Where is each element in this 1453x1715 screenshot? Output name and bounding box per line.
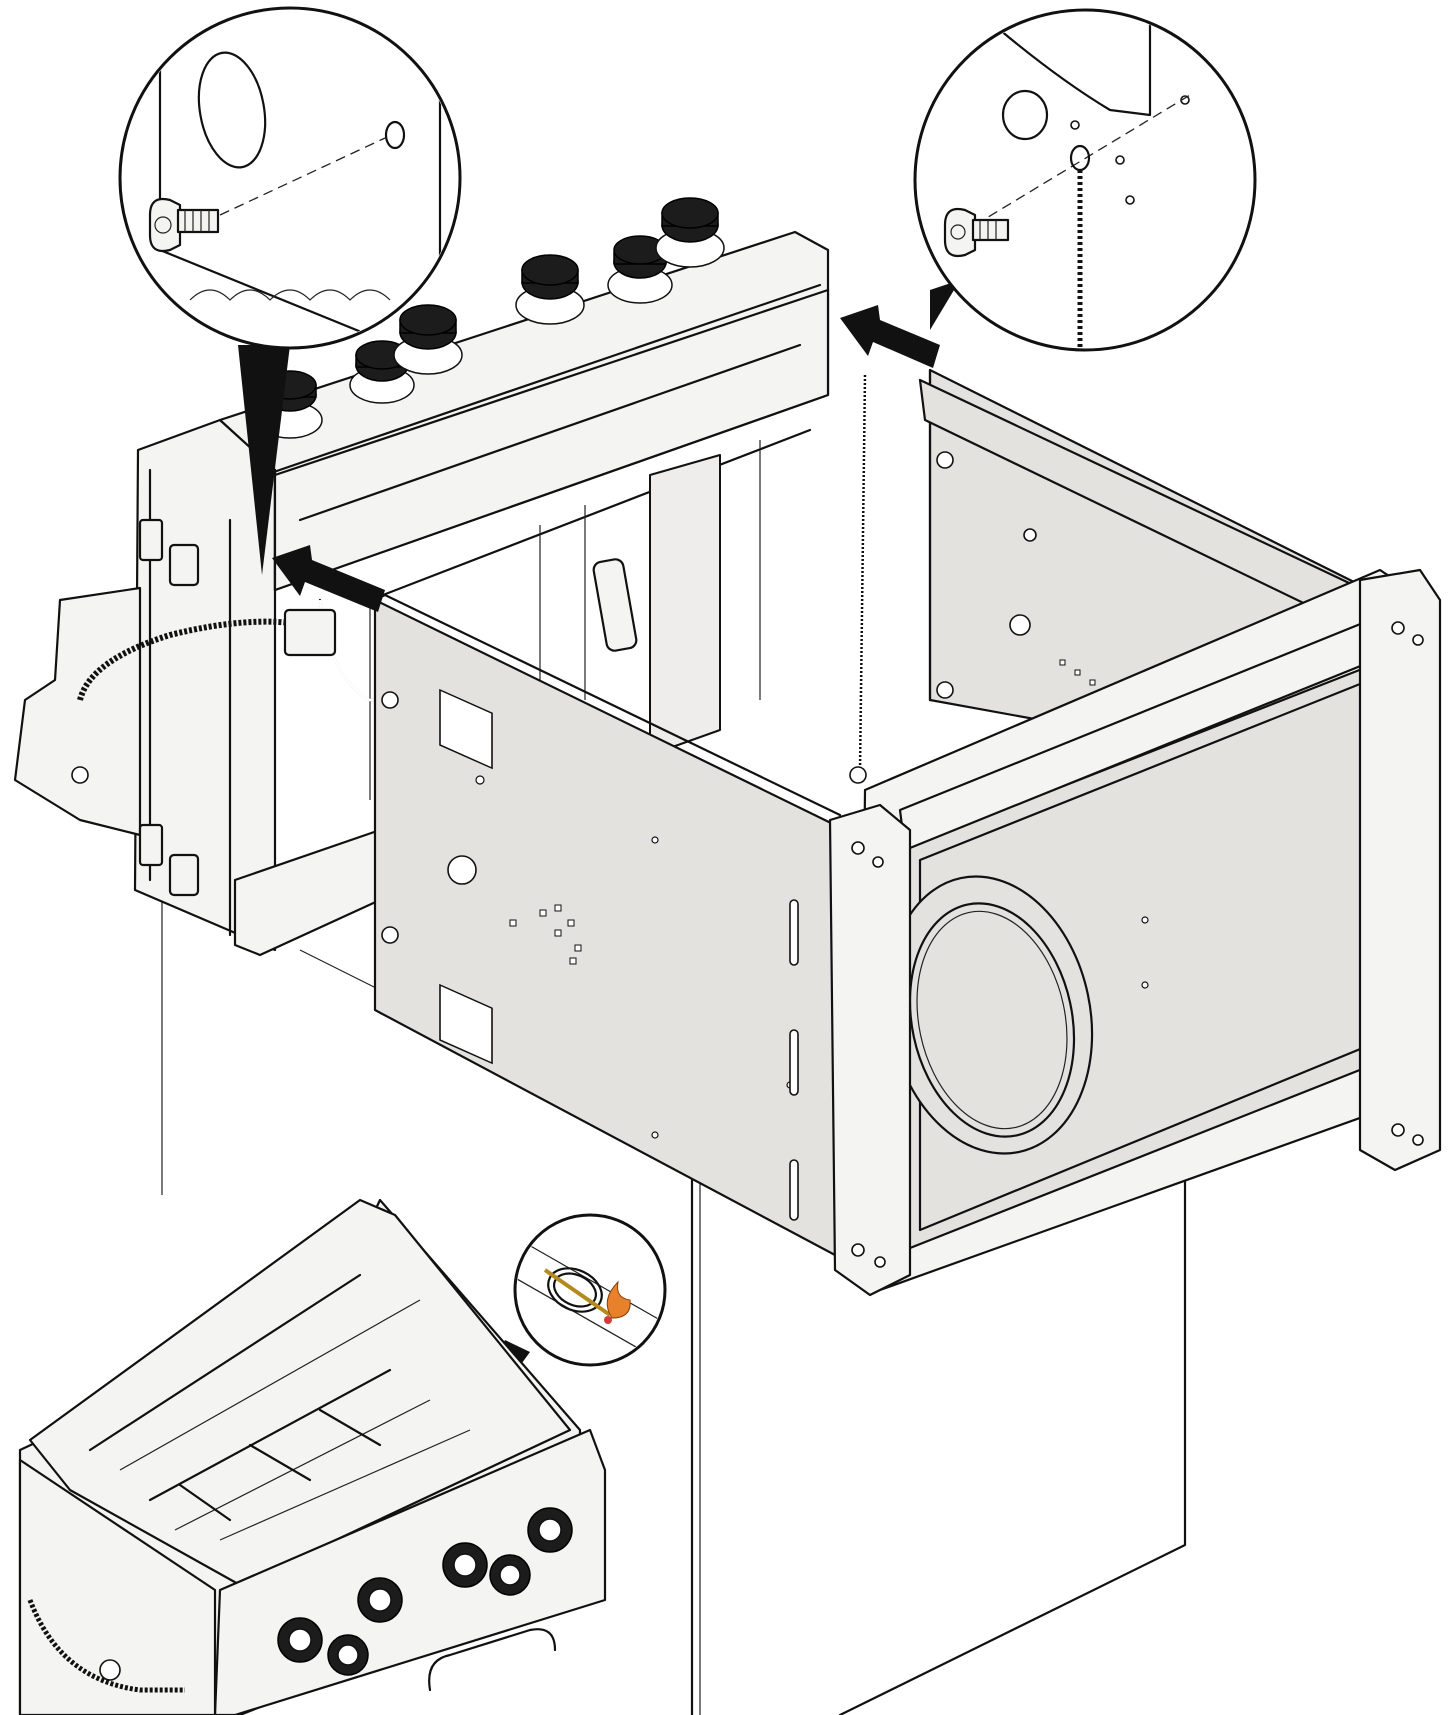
assembled-grill-view — [18, 1198, 607, 1715]
grill-knobs — [277, 1507, 573, 1676]
knob-6 — [655, 197, 725, 268]
front-left-leg — [828, 803, 912, 1297]
screw-icon — [148, 197, 220, 253]
left-screw-detail — [118, 6, 462, 350]
knob-2 — [349, 340, 415, 404]
left-housing — [133, 418, 277, 952]
cart-left-panel — [373, 593, 842, 1257]
left-callout-pointer — [238, 345, 290, 575]
latch-lower — [138, 823, 164, 867]
slot-lower — [789, 1159, 799, 1221]
control-knobs — [257, 197, 725, 439]
side-shelf-bracket — [13, 586, 142, 837]
chain — [858, 374, 867, 771]
control-panel-face — [273, 288, 830, 592]
right-screw-chain-detail — [913, 8, 1257, 352]
left-panel-cutout-lower — [439, 983, 493, 1065]
cart-front-panel — [828, 568, 1442, 1297]
heat-shield — [649, 454, 721, 756]
gas-valve — [283, 608, 337, 657]
knob-4 — [515, 254, 585, 325]
ignition-flame-detail — [513, 1213, 667, 1367]
chain-ring — [849, 766, 867, 784]
slot-middle — [789, 1029, 799, 1096]
ignition-module — [592, 558, 638, 652]
support-posts — [161, 870, 1187, 1715]
flame-icon — [604, 1280, 631, 1324]
firebox — [28, 1198, 572, 1587]
knob-3 — [393, 304, 463, 375]
slot-upper — [789, 899, 799, 966]
left-panel-cutout-upper — [439, 688, 493, 770]
left-insert-arrow — [272, 545, 385, 612]
right-insert-arrow — [840, 305, 940, 368]
control-panel-assembly — [13, 197, 830, 957]
lower-rail — [233, 828, 382, 957]
front-right-leg — [1358, 568, 1442, 1172]
assembly-arrows — [272, 305, 940, 612]
latch-upper — [138, 518, 164, 562]
right-callout-pointer — [930, 280, 960, 330]
screw-icon — [943, 207, 1010, 258]
knob-5 — [607, 235, 673, 304]
